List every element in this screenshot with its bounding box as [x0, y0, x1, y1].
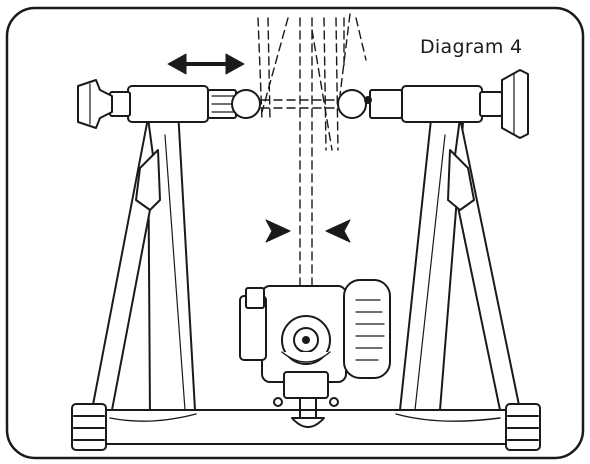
- left-foot-cap: [71, 403, 107, 451]
- diagram-title: Diagram 4: [420, 36, 523, 58]
- diagram-frame: [5, 6, 585, 460]
- left-frame-leg: [91, 109, 196, 419]
- right-foot-cap: [505, 403, 541, 451]
- right-knob: [501, 69, 529, 139]
- arrowhead-right-icon: [265, 219, 291, 243]
- arrowhead-left-icon: [325, 219, 351, 243]
- clamp-knob-icon: [77, 79, 113, 129]
- right-axle-tube: [337, 85, 503, 123]
- right-frame-leg: [399, 109, 521, 419]
- resistance-unit-icon: [239, 279, 391, 428]
- left-axle-tube: [109, 85, 261, 123]
- wheel-dashed-outline: [247, 13, 367, 301]
- double-arrow-icon: [167, 53, 245, 75]
